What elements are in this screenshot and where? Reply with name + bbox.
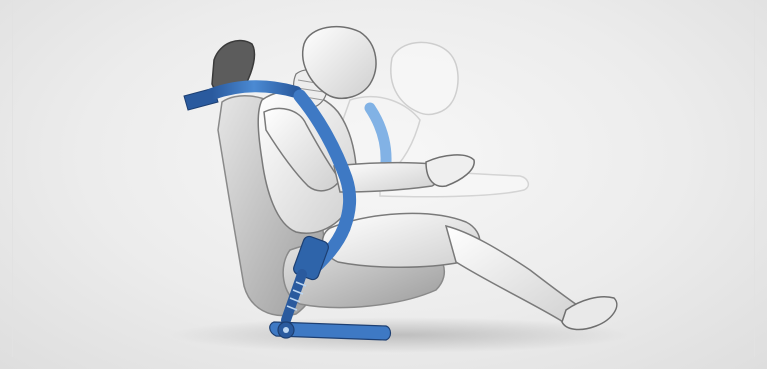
belt-upper-strap (212, 86, 296, 94)
floor-shadow (170, 317, 630, 353)
